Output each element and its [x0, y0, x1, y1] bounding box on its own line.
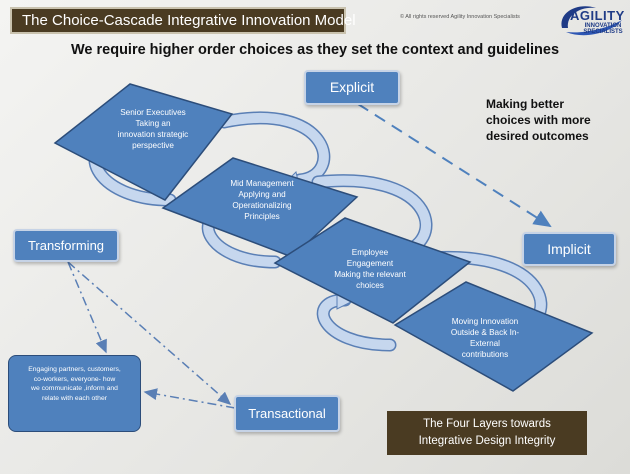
- layer-label-line: Principles: [244, 212, 280, 221]
- layer-label-line: Mid Management: [230, 179, 294, 188]
- layer-2-label: Mid Management Applying and Operationali…: [212, 178, 312, 222]
- logo-subtitle-line: SPECIALISTS: [583, 29, 623, 35]
- side-note-line: desired outcomes: [486, 129, 589, 143]
- layer-label-line: Moving Innovation: [451, 317, 519, 326]
- layer-label-line: External: [469, 339, 501, 348]
- layer-label-line: Engagement: [346, 259, 394, 268]
- layer-label-line: Making the relevant: [334, 270, 406, 279]
- layer-label-line: perspective: [132, 141, 174, 150]
- logo-subtitle-line: INNOVATION: [584, 23, 622, 29]
- explicit-box: Explicit: [304, 70, 400, 105]
- implicit-box: Implicit: [522, 232, 616, 266]
- layer-3-shape: [273, 217, 472, 324]
- caption-line: The Four Layers towards: [423, 418, 551, 430]
- engagement-note: Engaging partners, customers, co-workers…: [8, 355, 141, 432]
- engagement-note-line: co-workers, everyone- how: [33, 375, 116, 383]
- side-note: Making better choices with more desired …: [486, 96, 626, 144]
- engagement-note-line: relate with each other: [42, 394, 107, 402]
- layer-3-label: Employee Engagement Making the relevant …: [320, 247, 420, 291]
- layer-2-shape: [161, 157, 359, 258]
- layer-label-line: contributions: [461, 350, 509, 359]
- layer-4-label: Moving Innovation Outside & Back In- Ext…: [435, 316, 535, 360]
- copyright-note: © All rights reserved Agility Innovation…: [400, 14, 520, 20]
- transactional-box: Transactional: [234, 395, 340, 432]
- layer-label-line: choices: [356, 281, 384, 290]
- cascade-arrow-left-3: [316, 292, 397, 352]
- explicit-to-implicit-arrow: [357, 103, 552, 228]
- layer-label-line: Outside & Back In-: [450, 328, 520, 337]
- layer-label-line: Applying and: [238, 190, 286, 199]
- slide-title: The Choice-Cascade Integrative Innovatio…: [10, 7, 356, 34]
- four-layers-caption: The Four Layers towards Integrative Desi…: [387, 411, 587, 455]
- engagement-note-line: we communicate ,inform and: [31, 385, 118, 392]
- headline: We require higher order choices as they …: [70, 42, 560, 58]
- logo-name: AGILITY: [570, 8, 625, 23]
- side-note-line: Making better: [486, 97, 565, 111]
- layer-label-line: Employee: [351, 248, 389, 257]
- transforming-to-engagement-arrow: [67, 261, 107, 354]
- transactional-to-engagement-arrow: [143, 388, 236, 409]
- layer-label-line: innovation strategic: [117, 130, 189, 139]
- transforming-to-transactional-arrow: [67, 261, 232, 405]
- side-note-line: choices with more: [486, 113, 591, 127]
- layer-1-shape: [53, 83, 234, 201]
- layer-label-line: Operationalizing: [232, 201, 292, 210]
- agility-logo: AGILITY INNOVATION SPECIALISTS: [556, 2, 628, 42]
- transforming-box: Transforming: [13, 229, 119, 262]
- caption-line: Integrative Design Integrity: [418, 435, 556, 447]
- layer-label-line: Taking an: [135, 119, 171, 128]
- layer-1-label: Senior Executives Taking an innovation s…: [103, 107, 203, 151]
- logo-subtitle: INNOVATION SPECIALISTS: [580, 23, 626, 35]
- engagement-note-line: Engaging partners, customers,: [28, 366, 121, 373]
- layer-4-shape: [393, 281, 594, 392]
- layer-label-line: Senior Executives: [120, 108, 186, 117]
- logo-swirl-icon: [561, 6, 622, 36]
